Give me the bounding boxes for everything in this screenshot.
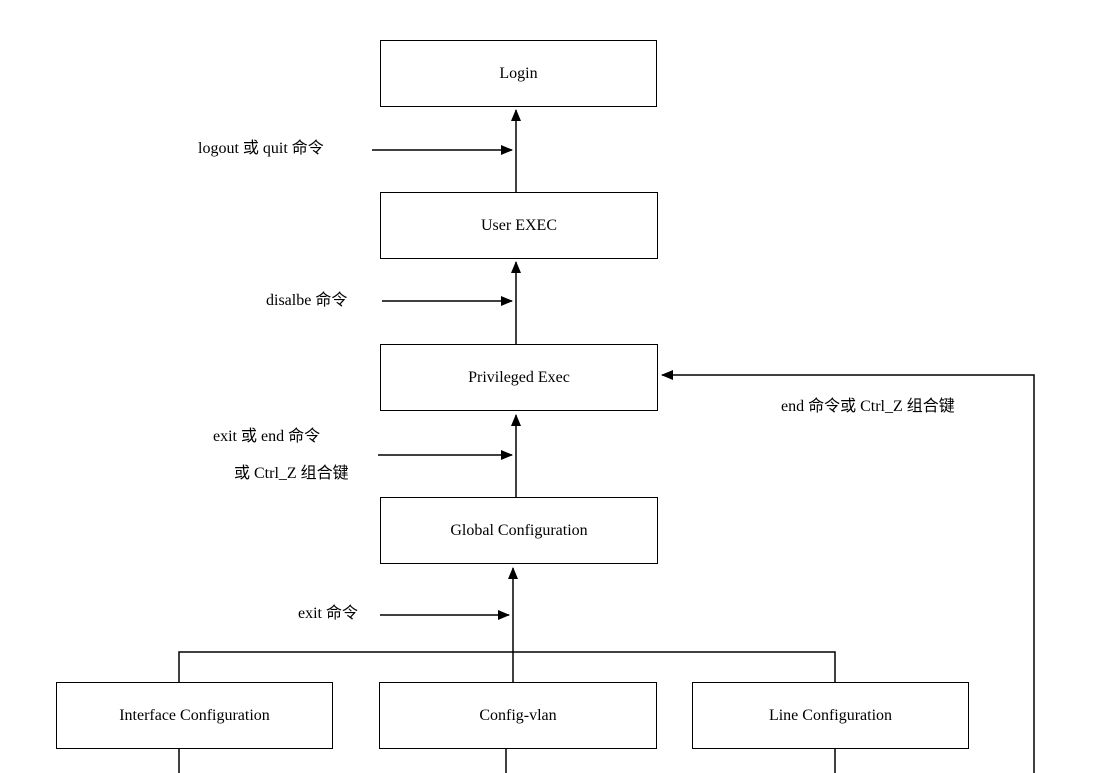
config-vlan-mode-box: Config-vlan [379,682,657,749]
user-exec-mode-box: User EXEC [380,192,658,259]
transition-label-end-ctrl-z: end 命令或 Ctrl_Z 组合键 [781,398,955,415]
login-mode-label: Login [499,64,538,82]
user-exec-mode-label: User EXEC [481,216,557,234]
privileged-exec-mode-label: Privileged Exec [468,368,570,386]
interface-configuration-mode-box: Interface Configuration [56,682,333,749]
privileged-exec-mode-box: Privileged Exec [380,344,658,411]
login-mode-box: Login [380,40,657,107]
global-configuration-mode-label: Global Configuration [450,521,588,539]
transition-label-exit-end: exit 或 end 命令 [213,428,321,445]
transition-label-disable: disalbe 命令 [266,292,348,309]
interface-configuration-mode-label: Interface Configuration [119,706,270,724]
arrow-return-to-privileged [661,370,1035,773]
branch-bus [178,651,836,682]
transition-label-logout-quit: logout 或 quit 命令 [198,140,324,157]
transition-label-ctrl-z: 或 Ctrl_Z 组合键 [234,465,349,482]
transition-label-exit: exit 命令 [298,605,358,622]
config-vlan-mode-label: Config-vlan [479,706,557,724]
line-configuration-mode-label: Line Configuration [768,706,893,724]
line-configuration-mode-box: Line Configuration [692,682,969,749]
global-configuration-mode-box: Global Configuration [380,497,658,564]
